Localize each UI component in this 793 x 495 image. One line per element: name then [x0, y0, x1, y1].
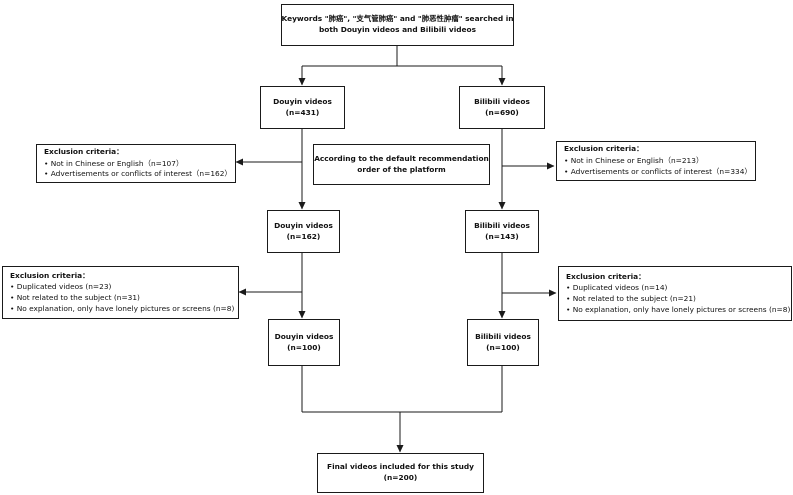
exclusion-item: Advertisements or conflicts of interest（… — [564, 167, 752, 178]
bilibili-videos-count-1: (n=690) — [485, 107, 519, 117]
final-videos-box: Final videos included for this study (n=… — [317, 453, 484, 493]
exclusion-item: No explanation, only have lonely picture… — [566, 305, 791, 316]
search-keywords-line-1: Keywords "肺癌", "支气管肺癌" and "肺恶性肿瘤" searc… — [281, 14, 514, 24]
final-videos-count: (n=200) — [383, 473, 418, 482]
exclusion-item: Duplicated videos (n=14) — [566, 283, 668, 294]
bilibili-videos-label-2: Bilibili videos — [474, 220, 530, 230]
bilibili-videos-label-3: Bilibili videos — [475, 331, 531, 341]
bilibili-videos-box-2: Bilibili videos (n=143) — [465, 210, 539, 253]
douyin-videos-box-3: Douyin videos (n=100) — [268, 319, 340, 366]
exclusion-box-bilibili-2: Exclusion criteria： Duplicated videos (n… — [558, 266, 792, 321]
exclusion-title: Exclusion criteria： — [44, 146, 124, 156]
douyin-videos-count-3: (n=100) — [287, 342, 321, 352]
bilibili-videos-box-3: Bilibili videos (n=100) — [467, 319, 539, 366]
douyin-videos-count-1: (n=431) — [285, 107, 320, 117]
exclusion-title: Exclusion criteria： — [566, 271, 646, 281]
bilibili-videos-label-1: Bilibili videos — [474, 96, 530, 106]
search-keywords-box: Keywords "肺癌", "支气管肺癌" and "肺恶性肿瘤" searc… — [281, 4, 514, 46]
exclusion-item: Not related to the subject (n=21) — [566, 294, 696, 305]
exclusion-item: Not in Chinese or English（n=213） — [564, 156, 704, 167]
exclusion-box-douyin-1: Exclusion criteria： Not in Chinese or En… — [36, 144, 236, 183]
douyin-videos-box-1: Douyin videos (n=431) — [260, 86, 345, 129]
exclusion-box-douyin-2: Exclusion criteria： Duplicated videos (n… — [2, 266, 239, 319]
exclusion-title: Exclusion criteria： — [564, 144, 644, 154]
bilibili-videos-box-1: Bilibili videos (n=690) — [459, 86, 545, 129]
bilibili-videos-count-2: (n=143) — [485, 231, 519, 241]
recommendation-order-box: According to the default recommendation … — [313, 144, 490, 185]
exclusion-box-bilibili-1: Exclusion criteria： Not in Chinese or En… — [556, 141, 756, 181]
douyin-videos-label-1: Douyin videos — [273, 96, 332, 106]
recommendation-order-line-2: order of the platform — [357, 164, 446, 174]
exclusion-item: Not in Chinese or English（n=107） — [44, 159, 184, 170]
exclusion-item: Duplicated videos (n=23) — [10, 282, 112, 293]
exclusion-item: Advertisements or conflicts of interest（… — [44, 169, 232, 180]
exclusion-item: Not related to the subject (n=31) — [10, 293, 140, 304]
recommendation-order-line-1: According to the default recommendation — [314, 153, 489, 163]
bilibili-videos-count-3: (n=100) — [486, 342, 520, 352]
douyin-videos-label-3: Douyin videos — [274, 331, 334, 341]
douyin-videos-count-2: (n=162) — [286, 231, 321, 241]
douyin-videos-label-2: Douyin videos — [274, 220, 333, 230]
exclusion-title: Exclusion criteria： — [10, 270, 90, 280]
search-keywords-line-2: both Douyin videos and Bilibili videos — [318, 25, 477, 34]
final-videos-label: Final videos included for this study — [327, 462, 474, 472]
douyin-videos-box-2: Douyin videos (n=162) — [267, 210, 340, 253]
exclusion-item: No explanation, only have lonely picture… — [10, 304, 235, 315]
